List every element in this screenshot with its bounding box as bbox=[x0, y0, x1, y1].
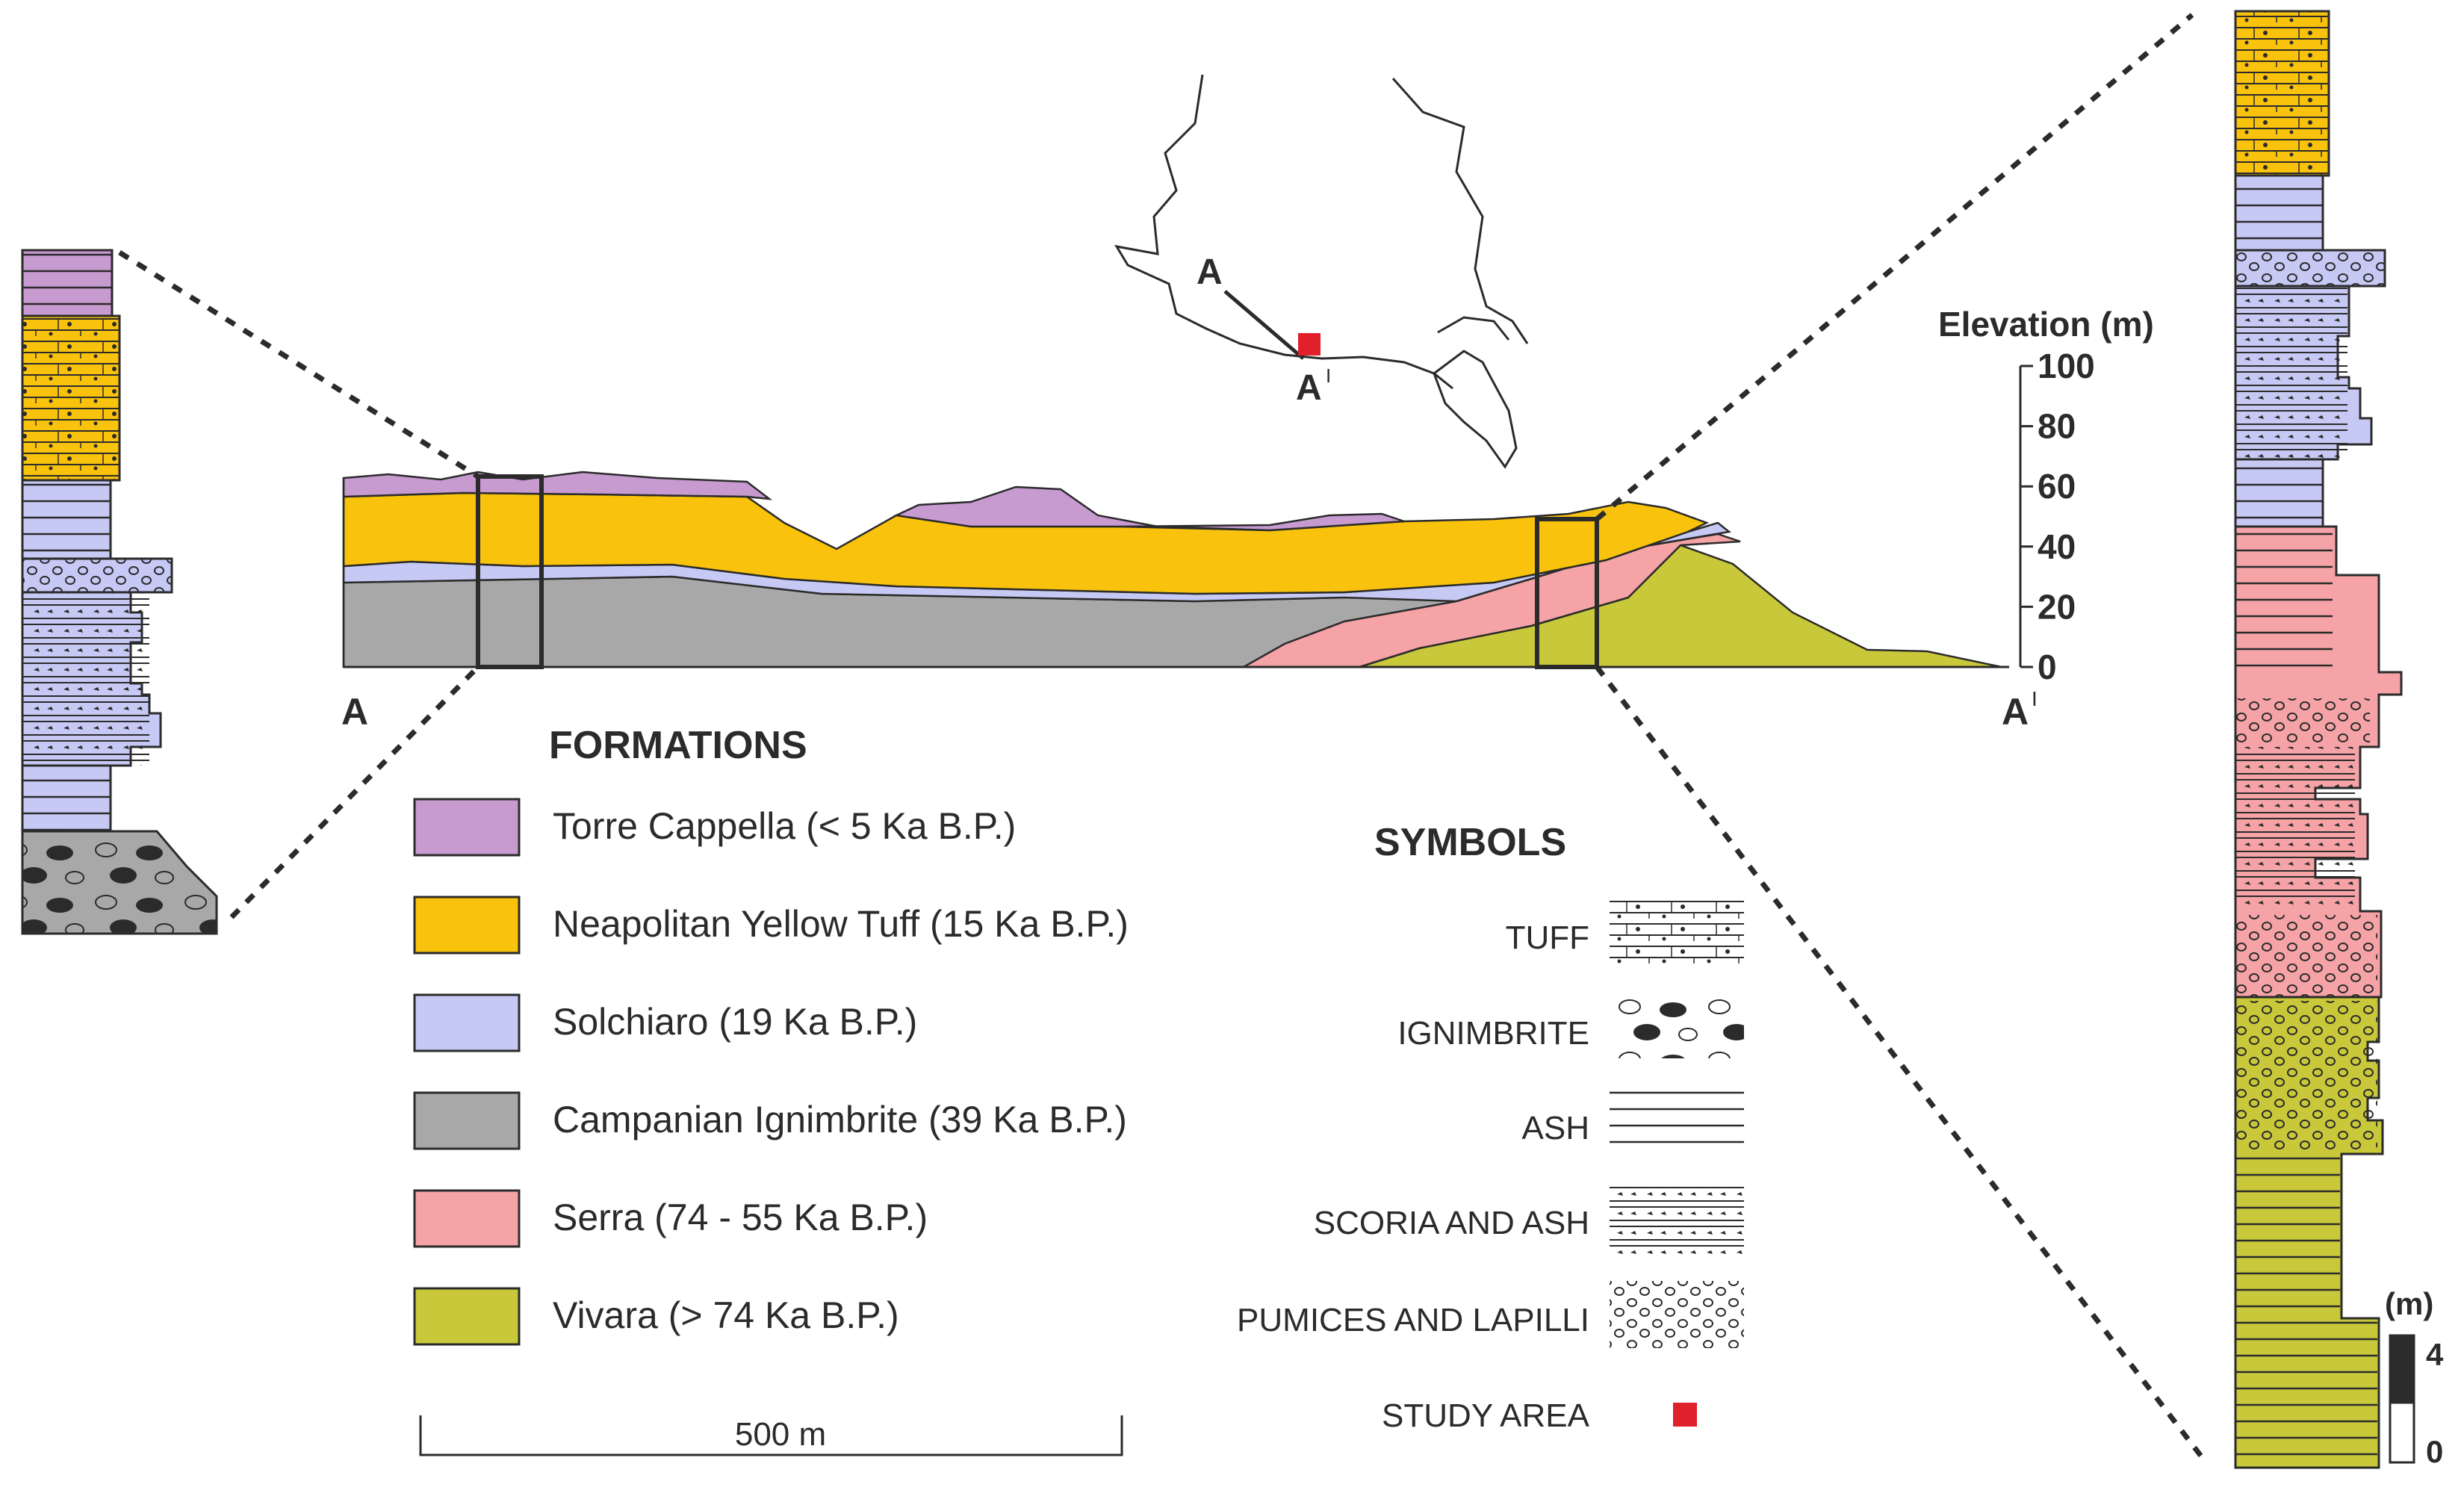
left-stratigraphic-column bbox=[21, 249, 218, 935]
sample-box-left bbox=[476, 474, 544, 669]
column-scale-top: 4 bbox=[2426, 1337, 2444, 1372]
ash-pattern-icon bbox=[1610, 1087, 1744, 1152]
elevation-tick-label: 60 bbox=[2038, 467, 2076, 506]
scale-bar-line bbox=[419, 1415, 1123, 1456]
column-scale-white bbox=[2389, 1401, 2415, 1464]
symbols-title: SYMBOLS bbox=[1374, 821, 1566, 864]
layer-serra bbox=[1240, 533, 1741, 668]
symbol-label-ash: ASH bbox=[1522, 1110, 1589, 1146]
formation-swatch bbox=[413, 896, 521, 955]
map-label-a-prime-mark: I bbox=[1326, 364, 1331, 387]
elevation-tick-label: 80 bbox=[2038, 407, 2076, 446]
formation-label: Vivara (> 74 Ka B.P.) bbox=[553, 1294, 899, 1336]
formation-swatch bbox=[413, 1091, 521, 1150]
column-scale-bottom: 0 bbox=[2426, 1434, 2443, 1469]
formation-swatch bbox=[413, 798, 521, 857]
column-scale-unit: (m) bbox=[2385, 1286, 2433, 1321]
connector-right-top bbox=[1595, 13, 2194, 521]
map-label-a-prime: A bbox=[1296, 368, 1322, 408]
tuff-pattern-icon bbox=[1610, 896, 1744, 965]
ignimbrite-pattern-icon bbox=[1610, 990, 1744, 1058]
formation-swatch bbox=[413, 993, 521, 1052]
section-label-a-prime: A bbox=[2002, 691, 2029, 733]
formation-label: Neapolitan Yellow Tuff (15 Ka B.P.) bbox=[553, 903, 1129, 945]
formation-label: Torre Cappella (< 5 Ka B.P.) bbox=[553, 805, 1016, 847]
map-label-a: A bbox=[1197, 252, 1223, 292]
cross-section: A A I bbox=[341, 471, 2038, 733]
column-scale-black bbox=[2389, 1334, 2415, 1404]
column-scale: (m) 4 0 bbox=[2385, 1286, 2444, 1469]
elevation-tick-label: 20 bbox=[2038, 587, 2076, 626]
section-trace-line bbox=[1223, 290, 1305, 360]
island-outline bbox=[1433, 316, 1518, 469]
connector-left-top bbox=[118, 250, 480, 479]
formation-label: Serra (74 - 55 Ka B.P.) bbox=[553, 1197, 928, 1238]
formation-label: Campanian Ignimbrite (39 Ka B.P.) bbox=[553, 1099, 1127, 1141]
section-label-a-prime-mark: I bbox=[2032, 687, 2038, 710]
scale-bar-label: 500 m bbox=[735, 1416, 826, 1453]
scale-bar: 500 m bbox=[419, 1415, 1123, 1456]
formations-title: FORMATIONS bbox=[549, 724, 807, 767]
red-square-icon bbox=[1673, 1403, 1697, 1427]
coastline-west bbox=[1114, 74, 1453, 390]
symbol-label-study-area: STUDY AREA bbox=[1382, 1397, 1590, 1434]
location-map: A A I bbox=[1114, 74, 1529, 469]
layer-neapolitan-yellow-tuff bbox=[342, 491, 1710, 595]
formation-swatch bbox=[413, 1189, 521, 1248]
section-label-a: A bbox=[341, 691, 368, 733]
study-area-marker bbox=[1298, 333, 1321, 356]
elevation-tick-label: 0 bbox=[2038, 648, 2057, 686]
formation-swatch bbox=[413, 1287, 521, 1346]
connector-lines bbox=[118, 13, 2209, 1466]
symbols-legend: SYMBOLS TUFF IGNIMBRITE ASH SCORIA AND A… bbox=[1237, 821, 1744, 1434]
right-stratigraphic-column bbox=[2234, 10, 2403, 1469]
coastline-east bbox=[1391, 78, 1529, 344]
sample-box-right bbox=[1535, 517, 1599, 669]
elevation-tick-label: 100 bbox=[2038, 347, 2095, 385]
layer-torre-cappella bbox=[342, 471, 1405, 532]
elevation-tick-label: 40 bbox=[2038, 527, 2076, 566]
connector-left-bottom bbox=[229, 665, 480, 919]
symbol-label-pumice-lapilli: PUMICES AND LAPILLI bbox=[1237, 1302, 1589, 1338]
symbol-label-tuff: TUFF bbox=[1506, 919, 1589, 956]
scoria-ash-pattern-icon bbox=[1610, 1184, 1744, 1255]
pumice-lapilli-pattern-icon bbox=[1610, 1281, 1744, 1348]
symbol-label-scoria-ash: SCORIA AND ASH bbox=[1314, 1205, 1589, 1241]
formations-legend: FORMATIONS Torre Cappella (< 5 Ka B.P.) N… bbox=[413, 724, 1129, 1346]
elevation-axis-title: Elevation (m) bbox=[1938, 305, 2154, 344]
formation-label: Solchiaro (19 Ka B.P.) bbox=[553, 1001, 917, 1043]
elevation-axis: Elevation (m) 100 80 60 40 20 0 bbox=[1938, 305, 2154, 686]
symbol-label-ignimbrite: IGNIMBRITE bbox=[1397, 1015, 1589, 1052]
